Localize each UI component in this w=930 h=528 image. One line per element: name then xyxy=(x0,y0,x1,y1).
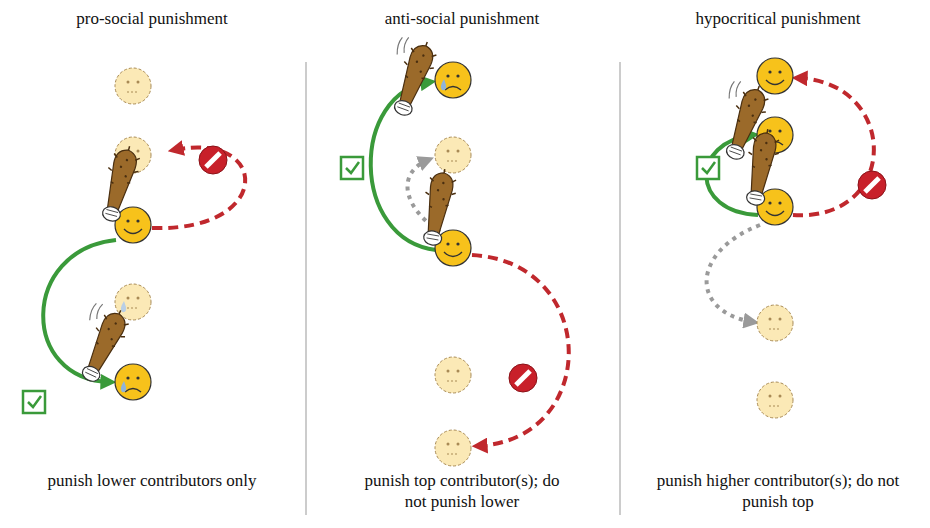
panel-caption: punish lower contributors only xyxy=(47,470,257,491)
panel-divider xyxy=(306,62,307,515)
panel-title: anti-social punishment xyxy=(317,8,607,29)
hypocritical-panel xyxy=(697,58,886,418)
panel-divider xyxy=(620,62,621,515)
panel-title: pro-social punishment xyxy=(7,8,297,29)
anti-social-panel xyxy=(341,35,569,466)
panel-caption: punish top contributor(s); do not punish… xyxy=(353,470,571,512)
panel-caption: punish higher contributor(s); do not pun… xyxy=(656,470,901,512)
pro-social-panel xyxy=(23,68,245,413)
panel-title: hypocritical punishment xyxy=(633,8,923,29)
